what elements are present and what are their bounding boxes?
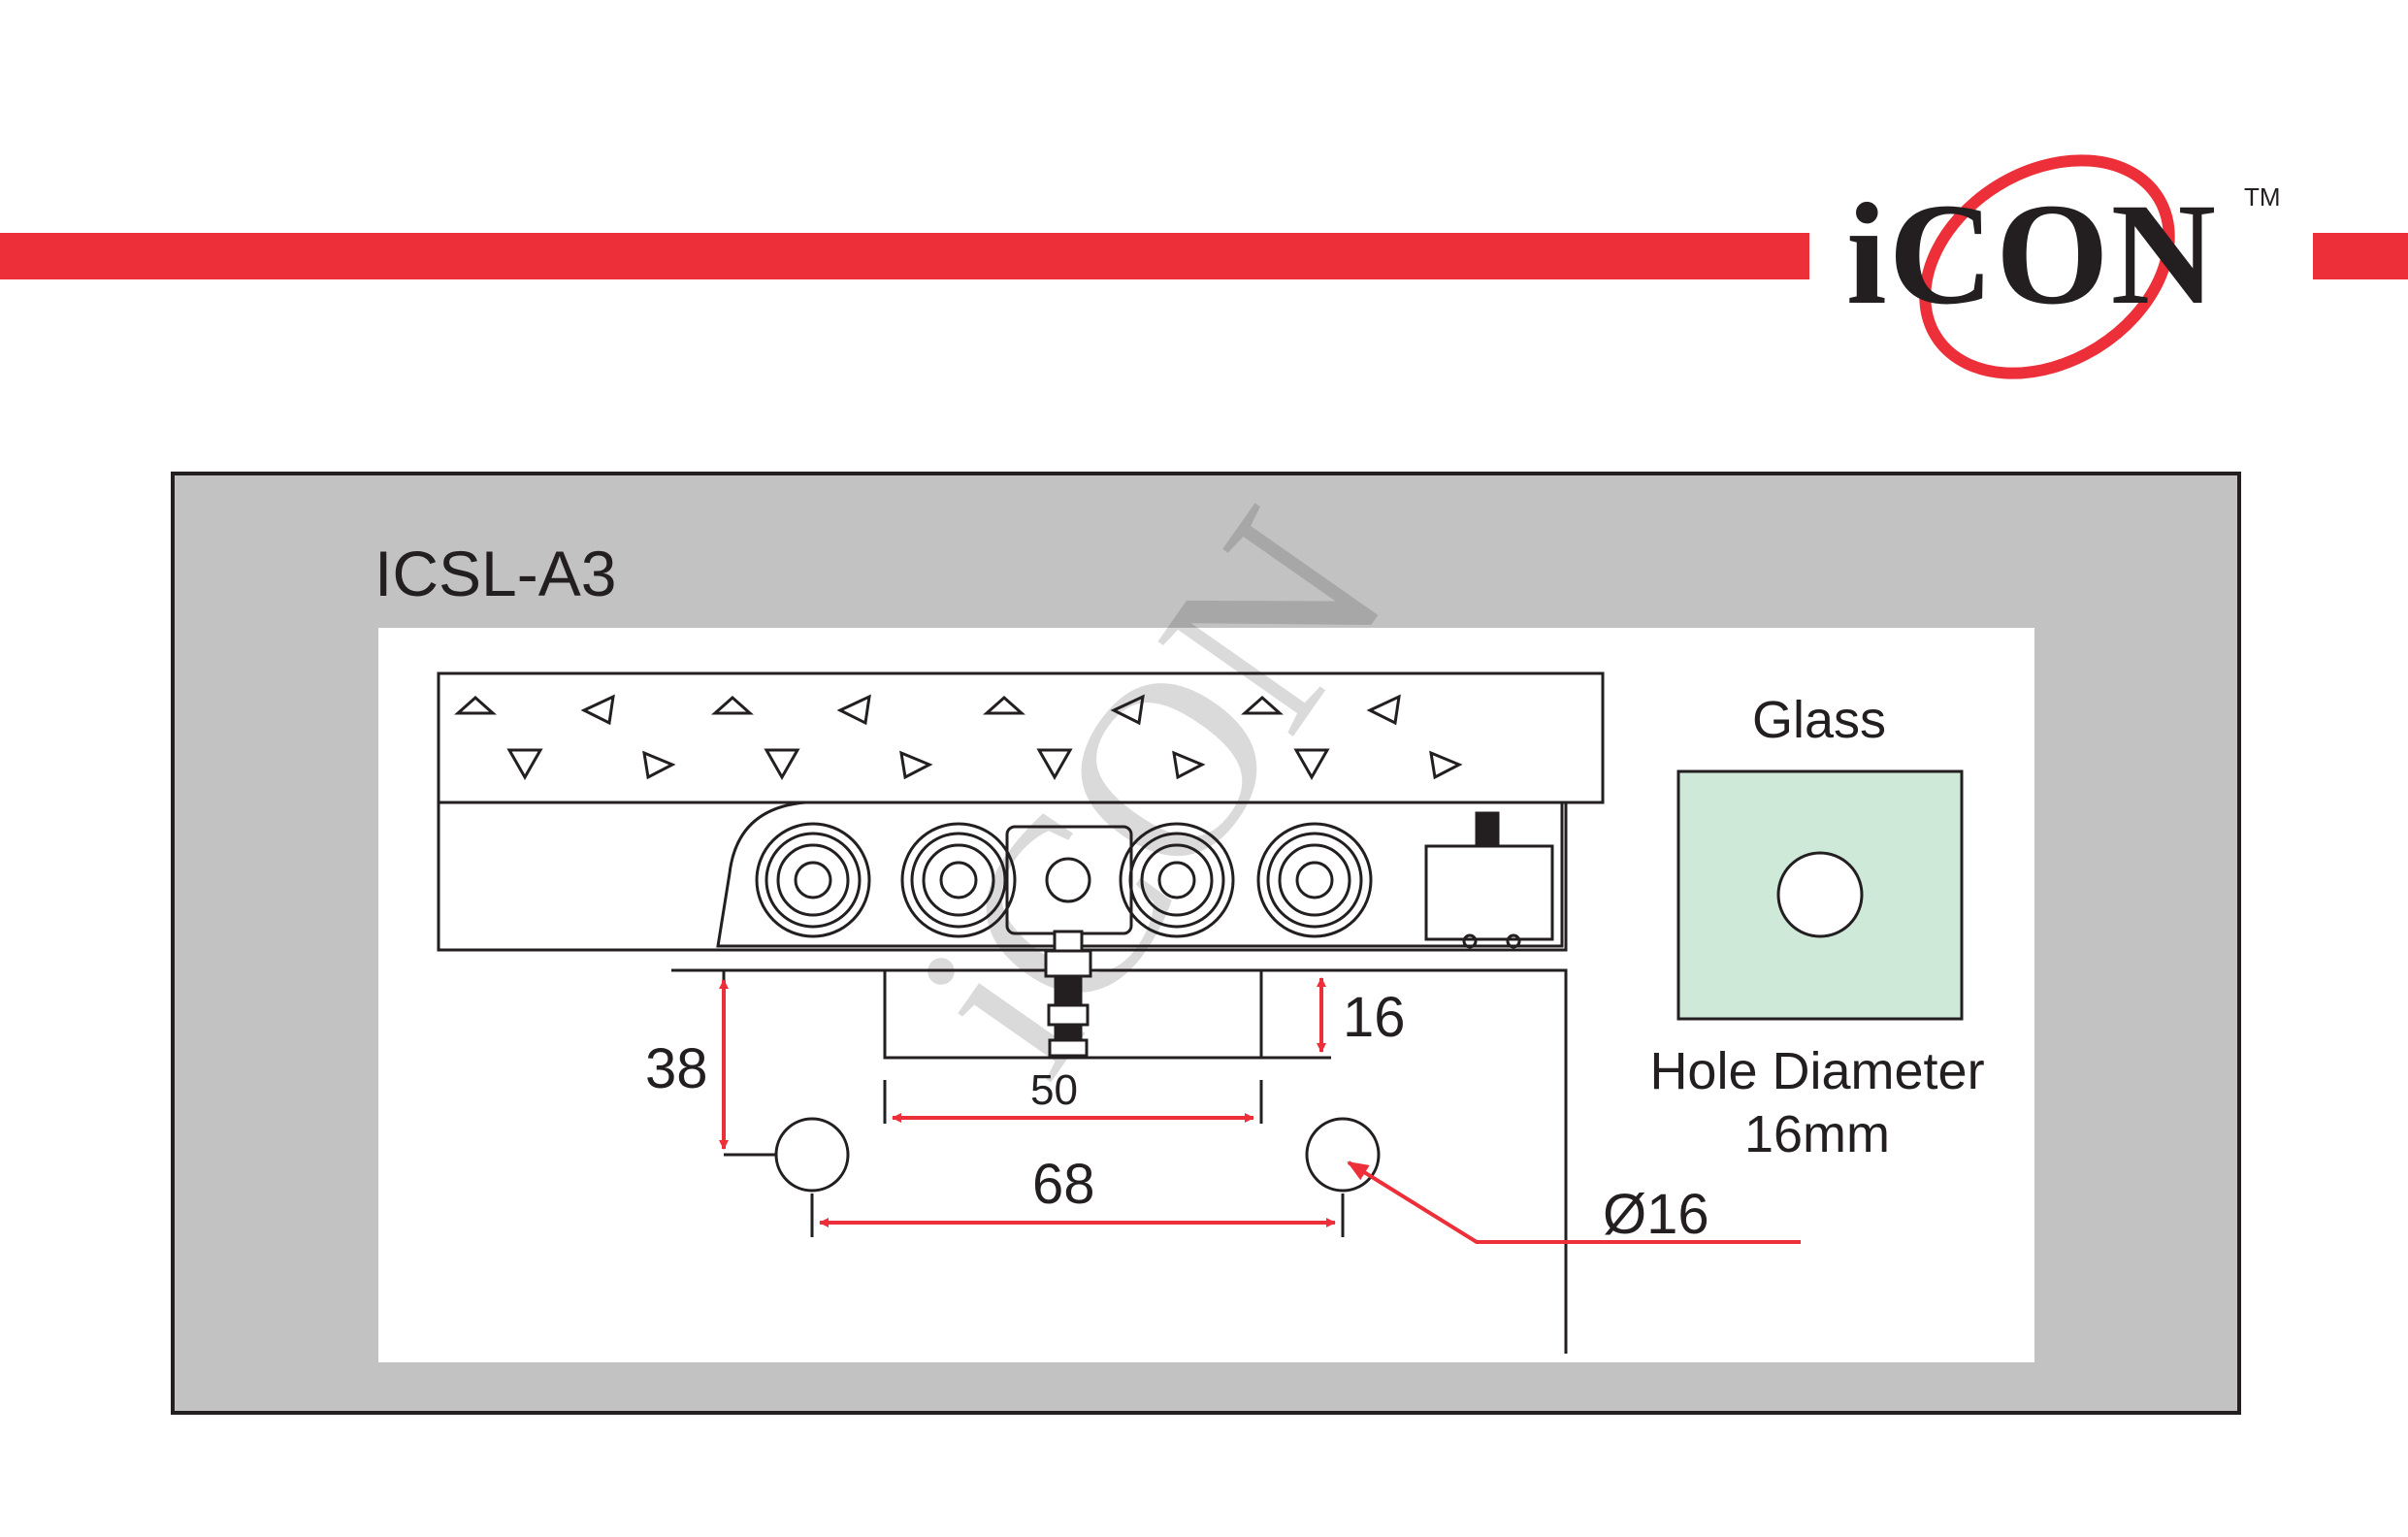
- logo-swoosh: [1919, 154, 2175, 379]
- header-red-stripe-right: [2313, 233, 2408, 279]
- logo-trademark: TM: [2244, 182, 2281, 212]
- glass-panel-hole: [1776, 851, 1864, 938]
- end-stopper: [1424, 811, 1554, 949]
- product-code: ICSL-A3: [374, 538, 616, 609]
- hole-callout-label: Ø16: [1603, 1183, 1709, 1246]
- glass-hole-right: [1305, 1117, 1381, 1193]
- dimension-16: [1261, 977, 1331, 1060]
- dimension-50: [883, 1080, 1263, 1124]
- rollers: [755, 811, 1554, 949]
- glass-hole-left: [774, 1117, 850, 1193]
- logo-text: iCON: [1846, 174, 2218, 335]
- dimension-68: [810, 1194, 1345, 1237]
- glass-hatch-triangles: [454, 694, 1463, 781]
- dimension-16-label: 16: [1343, 986, 1406, 1049]
- brand-logo: iCON TM: [1846, 154, 2281, 379]
- suspension-bolt: [1044, 930, 1092, 1058]
- hole-diameter-label-line1: Hole Diameter: [1649, 1042, 1984, 1100]
- roller-4: [1256, 822, 1373, 938]
- header-bar: [0, 233, 2408, 279]
- hole-callout-leader: [1347, 1161, 1801, 1244]
- roller-carriage-body: [716, 801, 1564, 948]
- dimension-38-label: 38: [645, 1037, 708, 1100]
- dimension-68-label: 68: [1032, 1153, 1095, 1216]
- glass-door-profile: [671, 968, 1566, 1060]
- roller-1: [755, 822, 871, 938]
- dimension-50-label: 50: [1030, 1066, 1078, 1114]
- hole-diameter-label-line2: 16mm: [1744, 1105, 1890, 1163]
- roller-3: [1119, 822, 1235, 938]
- dimension-38: [719, 970, 776, 1157]
- glass-panel-title: Glass: [1752, 691, 1886, 749]
- roller-2: [900, 822, 1017, 938]
- header-red-stripe-left: [0, 233, 1809, 279]
